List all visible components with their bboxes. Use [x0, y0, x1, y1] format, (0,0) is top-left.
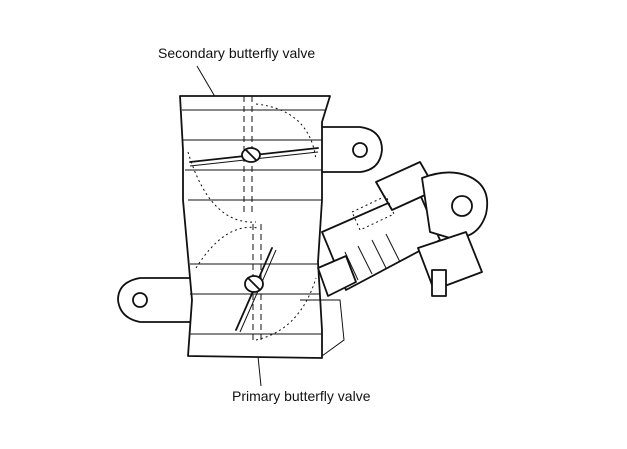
secondary-butterfly-valve-label: Secondary butterfly valve — [158, 45, 316, 61]
throttle-body-housing — [179, 95, 331, 359]
throttle-position-sensor — [300, 161, 489, 357]
primary-butterfly-valve-label: Primary butterfly valve — [232, 388, 371, 404]
left-mounting-ear — [117, 277, 191, 323]
right-mounting-ear — [317, 126, 383, 173]
secondary-butterfly-valve — [189, 147, 319, 167]
primary-butterfly-valve — [235, 247, 277, 333]
